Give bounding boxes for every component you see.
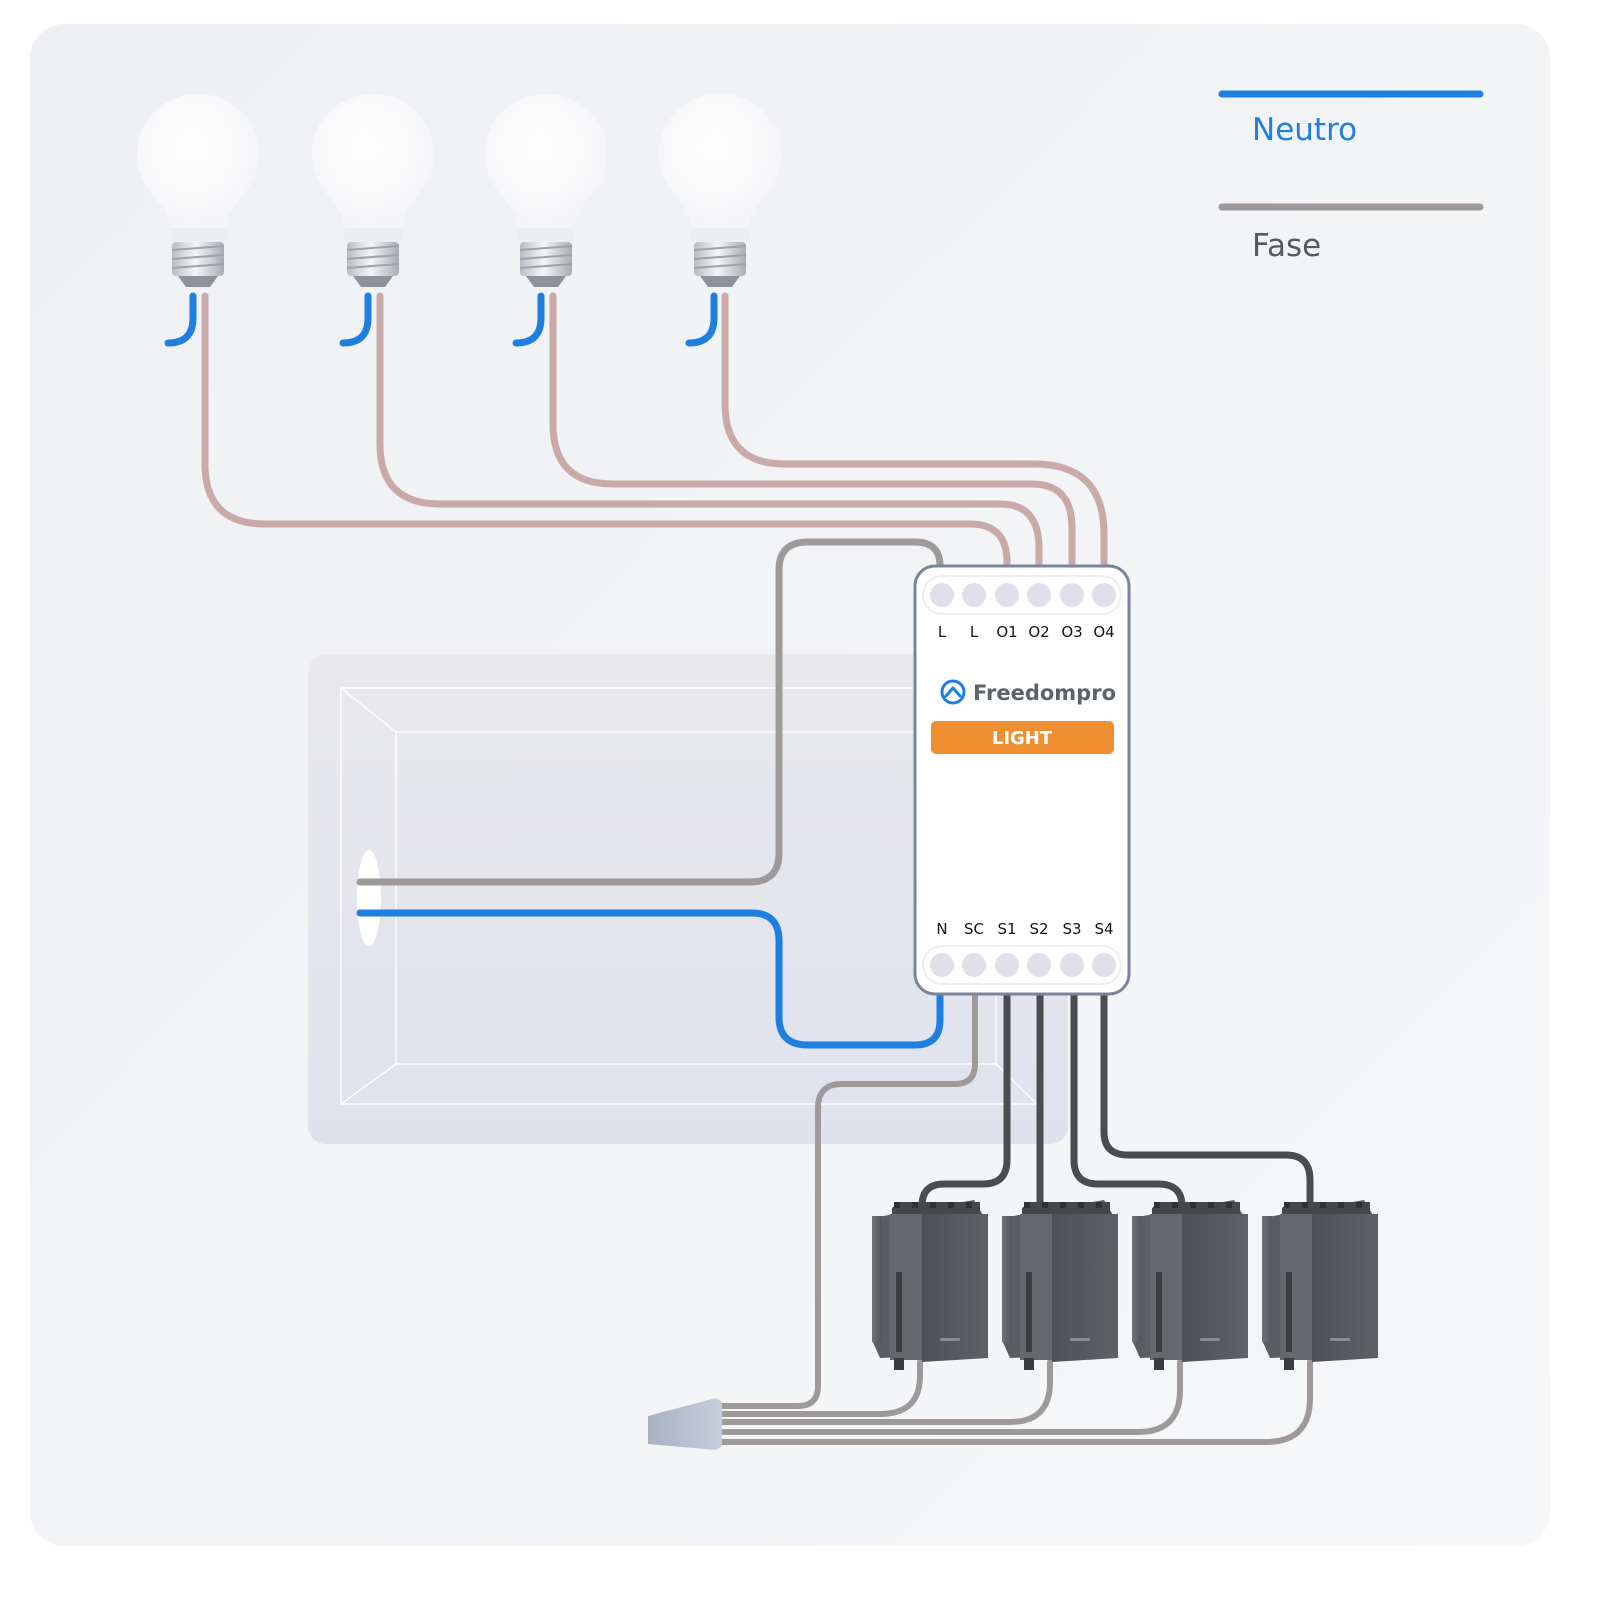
rocker-switch-icon[interactable] (872, 1200, 988, 1370)
terminal-label-s1: S1 (997, 920, 1016, 938)
common-sc-wire (719, 991, 978, 1409)
terminal-label-s4: S4 (1094, 920, 1113, 938)
light-badge-label: LIGHT (992, 728, 1053, 749)
neutral-legend-label: Neutro (1252, 112, 1358, 148)
switch-wire-s1 (918, 990, 1011, 1218)
freedompro-logo-icon (940, 679, 966, 705)
bulb-neutral-1 (164, 292, 197, 347)
switch-phase-4 (719, 1359, 1313, 1445)
junction-box (308, 654, 1068, 1144)
terminal-label-l1: L (938, 623, 947, 641)
bottom-terminal-screws (930, 953, 1116, 977)
bulb-neutral-4 (685, 292, 718, 347)
switch-phase-2 (719, 1359, 1053, 1425)
rocker-switch-icon[interactable] (1002, 1200, 1118, 1370)
switch-wire-s4 (1100, 990, 1314, 1218)
terminal-label-sc: SC (964, 920, 984, 938)
output-wire-o3 (549, 292, 1076, 574)
output-wire-o2 (376, 292, 1043, 574)
output-wire-o4 (721, 292, 1108, 574)
phase-input-wire (356, 538, 944, 886)
switch-phase-1 (719, 1359, 923, 1417)
output-wire-o1 (201, 292, 1011, 574)
wires (103, 292, 1314, 1445)
rocker-switch-icon[interactable] (1132, 1200, 1248, 1370)
bulb-neutral-2 (339, 292, 372, 347)
phase-legend-label: Fase (1252, 228, 1322, 264)
top-terminal-screws (930, 583, 1116, 607)
brand-name: Freedompro (973, 681, 1116, 705)
cable-entry-hole (357, 850, 381, 946)
neutral-input-wire (356, 909, 944, 1049)
switch-phase-3 (719, 1359, 1183, 1435)
rocker-switch-icon[interactable] (1262, 1200, 1378, 1370)
terminal-label-l2: L (970, 623, 979, 641)
terminal-label-o4: O4 (1093, 623, 1114, 641)
wire-connector-icon (648, 1398, 722, 1450)
light-badge (931, 721, 1114, 754)
terminal-label-o3: O3 (1061, 623, 1082, 641)
terminal-label-n: N (936, 920, 947, 938)
terminal-label-s2: S2 (1029, 920, 1048, 938)
relay-module: L L O1 O2 O3 O4 N SC S1 S2 S3 S4 Freedom… (913, 564, 1131, 996)
legend-swatches (1218, 90, 1484, 211)
terminal-label-o1: O1 (996, 623, 1017, 641)
terminal-label-s3: S3 (1062, 920, 1081, 938)
switch-wire-s3 (1070, 990, 1186, 1218)
terminal-label-o2: O2 (1028, 623, 1049, 641)
bulb-neutral-3 (512, 292, 545, 347)
